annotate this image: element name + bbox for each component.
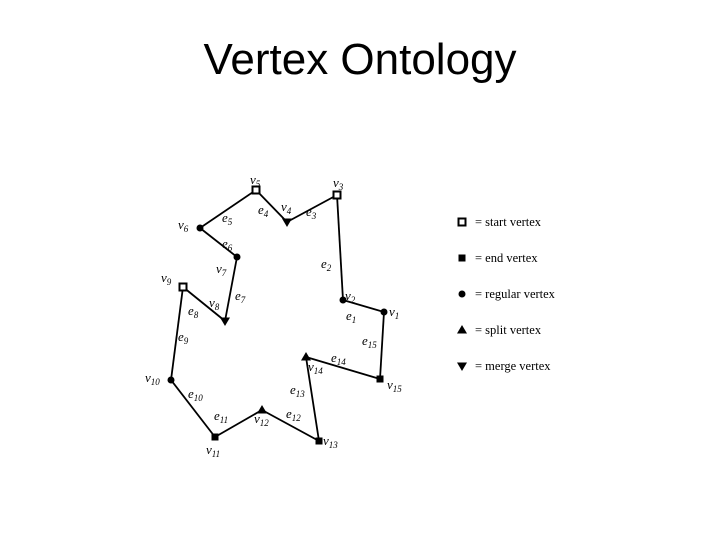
vertex-label-v3: v3 (333, 175, 344, 192)
vertex-label-v4: v4 (281, 199, 292, 216)
vertex-label-v8: v8 (209, 295, 220, 312)
vertex-v6-regular-marker (196, 224, 204, 232)
legend-regular-label: = regular vertex (475, 287, 556, 301)
vertex-v2-regular-marker (339, 296, 347, 304)
edge-label-e13: e13 (290, 382, 305, 399)
edge-label-e9: e9 (178, 329, 189, 346)
edge-label-e10: e10 (188, 386, 203, 403)
edge-e12 (261, 409, 320, 442)
edge-label-e4: e4 (258, 202, 269, 219)
legend-split-label: = split vertex (475, 323, 542, 337)
edge-e7 (224, 256, 238, 322)
vertex-label-v14: v14 (308, 359, 323, 376)
edge-label-e8: e8 (188, 303, 199, 320)
vertex-label-v2: v2 (345, 288, 356, 305)
edge-label-e3: e3 (306, 204, 317, 221)
vertex-v13-end-marker (315, 437, 323, 445)
edge-label-e5: e5 (222, 210, 233, 227)
vertex-v5-start-marker (251, 185, 261, 195)
vertex-v1-regular-marker (380, 308, 388, 316)
vertex-label-v9: v9 (161, 270, 172, 287)
vertex-v3-start-marker (332, 190, 342, 200)
vertex-label-v1: v1 (389, 304, 399, 321)
edge-e6 (199, 227, 238, 258)
edge-label-e15: e15 (362, 333, 377, 350)
legend-start-marker (457, 217, 467, 227)
vertex-label-v10: v10 (145, 370, 160, 387)
edge-label-e11: e11 (214, 408, 228, 425)
edge-e10 (170, 379, 216, 438)
edge-label-e2: e2 (321, 256, 332, 273)
edge-label-e1: e1 (346, 308, 356, 325)
vertex-label-v12: v12 (254, 411, 269, 428)
legend-split-marker (457, 325, 467, 334)
vertex-label-v6: v6 (178, 217, 189, 234)
vertex-v14-split-marker (301, 352, 311, 361)
vertices-layer (167, 185, 388, 445)
vertex-v12-split-marker (257, 405, 267, 414)
legend-regular-marker (458, 290, 466, 298)
vertex-labels-layer: v1 v2 v3 v4 v5 v6 v7 v8 v9 v10 v11 v12 v13 v14 v15 (145, 172, 402, 459)
vertex-v10-regular-marker (167, 376, 175, 384)
vertex-v7-regular-marker (233, 253, 241, 261)
vertex-label-v15: v15 (387, 377, 402, 394)
edge-label-e6: e6 (222, 236, 233, 253)
vertex-label-v13: v13 (323, 433, 338, 450)
edges-layer (170, 189, 385, 442)
edge-label-e7: e7 (235, 288, 246, 305)
edge-e13 (305, 356, 320, 442)
legend-merge-label: = merge vertex (475, 359, 551, 373)
legend-end-label: = end vertex (475, 251, 538, 265)
vertex-v15-end-marker (376, 375, 384, 383)
edge-e11 (214, 409, 263, 438)
vertex-label-v7: v7 (216, 261, 227, 278)
edge-e1 (342, 299, 385, 313)
vertex-v4-merge-marker (282, 218, 292, 227)
vertex-v9-start-marker (178, 282, 188, 292)
legend-end-marker (458, 254, 466, 262)
edge-e8 (182, 286, 226, 322)
edge-e3 (286, 194, 338, 223)
edge-labels-layer: e1 e2 e3 e4 e5 e6 e7 e8 e9 e10 e11 e12 e13 e14 e15 (178, 202, 377, 425)
edge-e4 (255, 189, 288, 223)
legend-start-label: = start vertex (475, 215, 542, 229)
edge-e2 (336, 194, 344, 301)
edge-label-e14: e14 (331, 350, 346, 367)
edge-e9 (170, 286, 184, 381)
page-title: Vertex Ontology (203, 35, 517, 84)
edge-e5 (199, 189, 257, 229)
edge-label-e12: e12 (286, 406, 301, 423)
legend: = start vertex = end vertex = regular vert… (457, 215, 556, 373)
vertex-label-v5: v5 (250, 172, 261, 189)
vertex-label-v11: v11 (206, 442, 220, 459)
edge-e15 (379, 311, 385, 380)
vertex-v11-end-marker (211, 433, 219, 441)
legend-merge-marker (457, 362, 467, 371)
vertex-v8-merge-marker (220, 317, 230, 326)
edge-e14 (305, 356, 381, 380)
